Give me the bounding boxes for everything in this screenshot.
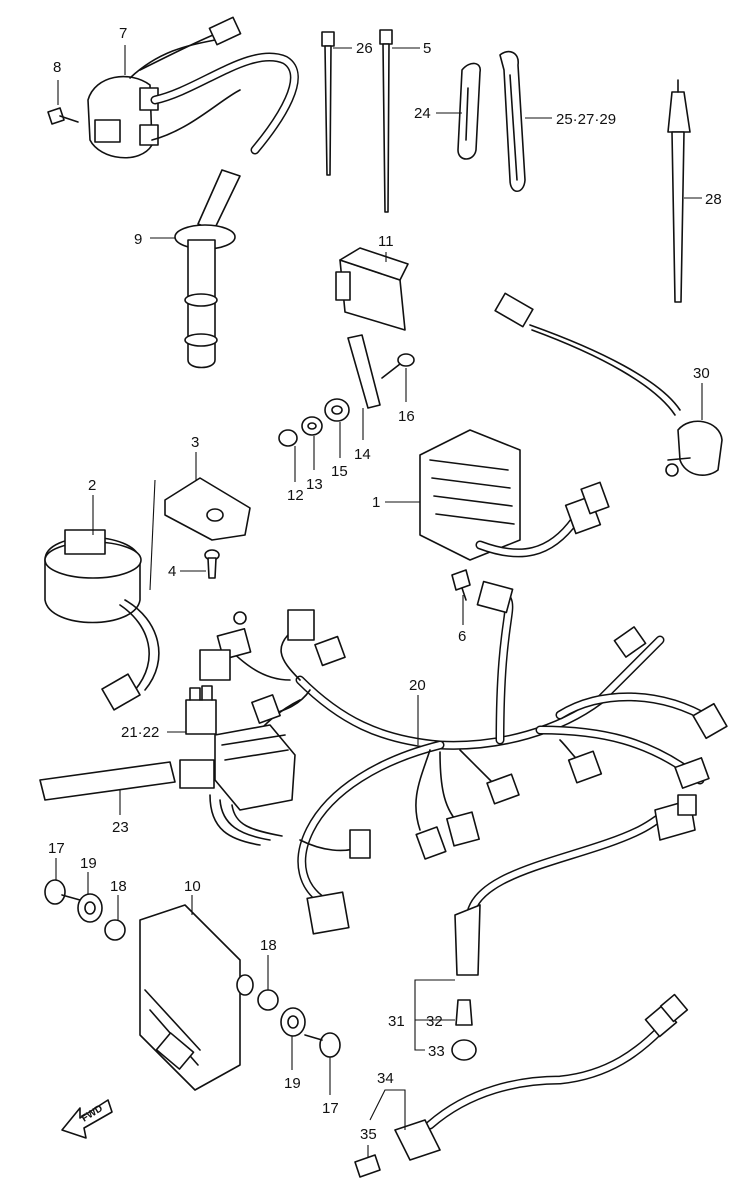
callout-labels: 7 8 9 26 5 24 25·27·29 28 11 16 14 15 13… [48, 25, 722, 1143]
part-15-grommet [324, 398, 350, 422]
part-19-grommet-right [280, 1007, 306, 1037]
part-2-cylinder-unit [44, 529, 160, 711]
part-34-sub-harness [394, 993, 689, 1161]
callout-10: 10 [184, 878, 201, 895]
callout-12: 12 [287, 487, 304, 504]
part-7-ignition-coil [87, 16, 299, 159]
callout-25-27-29: 25·27·29 [556, 111, 616, 128]
callout-11: 11 [378, 233, 394, 250]
callout-32: 32 [426, 1013, 443, 1030]
fwd-arrow-icon: FWD [61, 1099, 113, 1139]
part-20-main-wiring-harness [179, 580, 728, 935]
part-21-22-fuse-holder [185, 685, 217, 735]
callout-19-right: 19 [284, 1075, 301, 1092]
part-17-bolt-left [44, 879, 81, 905]
callout-23: 23 [112, 819, 129, 836]
callout-13: 13 [306, 476, 323, 493]
part-9-spark-plug-cap [174, 169, 241, 369]
part-10-ecu [139, 904, 254, 1091]
part-19-grommet-left [77, 893, 103, 923]
callout-18-right: 18 [260, 937, 277, 954]
callout-19-left: 19 [80, 855, 97, 872]
callout-1: 1 [372, 494, 380, 511]
part-26-cable-tie [321, 31, 335, 176]
callout-35: 35 [360, 1126, 377, 1143]
part-3-bracket-plate [164, 477, 251, 541]
callout-9: 9 [134, 231, 142, 248]
part-6-bolt [451, 569, 471, 601]
callout-26: 26 [356, 40, 373, 57]
callout-2: 2 [88, 477, 96, 494]
part-11-relay [335, 247, 409, 331]
callout-15: 15 [331, 463, 348, 480]
part-13-washer [301, 416, 323, 436]
callout-14: 14 [354, 446, 371, 463]
part-18-collar-left [104, 919, 126, 941]
leader-lines [55, 45, 703, 1158]
part-12-nut [278, 429, 298, 447]
callout-21-22: 21·22 [121, 724, 159, 741]
callout-34: 34 [377, 1070, 394, 1087]
callout-33: 33 [428, 1043, 445, 1060]
callout-7: 7 [119, 25, 127, 42]
part-5-cable-tie [379, 29, 393, 213]
callout-8: 8 [53, 59, 61, 76]
part-14-bracket [347, 334, 381, 409]
callout-31: 31 [388, 1013, 405, 1030]
callout-20: 20 [409, 677, 426, 694]
part-30-sensor [494, 292, 723, 477]
part-1-regulator-rectifier [419, 429, 610, 561]
callout-28: 28 [705, 191, 722, 208]
part-8-bolt [47, 107, 79, 125]
part-35-fuse [354, 1154, 381, 1178]
callout-4: 4 [168, 563, 176, 580]
part-24-clamp [457, 62, 481, 160]
callout-3: 3 [191, 434, 199, 451]
callout-17-left: 17 [48, 840, 65, 857]
callout-24: 24 [414, 105, 431, 122]
part-32-plug-terminal [455, 999, 473, 1026]
callout-5: 5 [423, 40, 431, 57]
part-16-screw [381, 353, 415, 379]
callout-18-left: 18 [110, 878, 127, 895]
part-33-plug-cap-nut [451, 1039, 477, 1061]
part-31-plug-wire-assembly [454, 794, 697, 976]
part-28-long-cable-tie [667, 79, 691, 303]
part-4-bolt [204, 549, 220, 579]
part-23-tape [39, 761, 176, 801]
callout-17-right: 17 [322, 1100, 339, 1117]
callout-16: 16 [398, 408, 415, 425]
callout-6: 6 [458, 628, 466, 645]
part-25-27-29-clamp-tie [499, 50, 526, 193]
callout-30: 30 [693, 365, 710, 382]
part-17-bolt-right [304, 1032, 341, 1058]
part-18-collar-right [257, 989, 279, 1011]
